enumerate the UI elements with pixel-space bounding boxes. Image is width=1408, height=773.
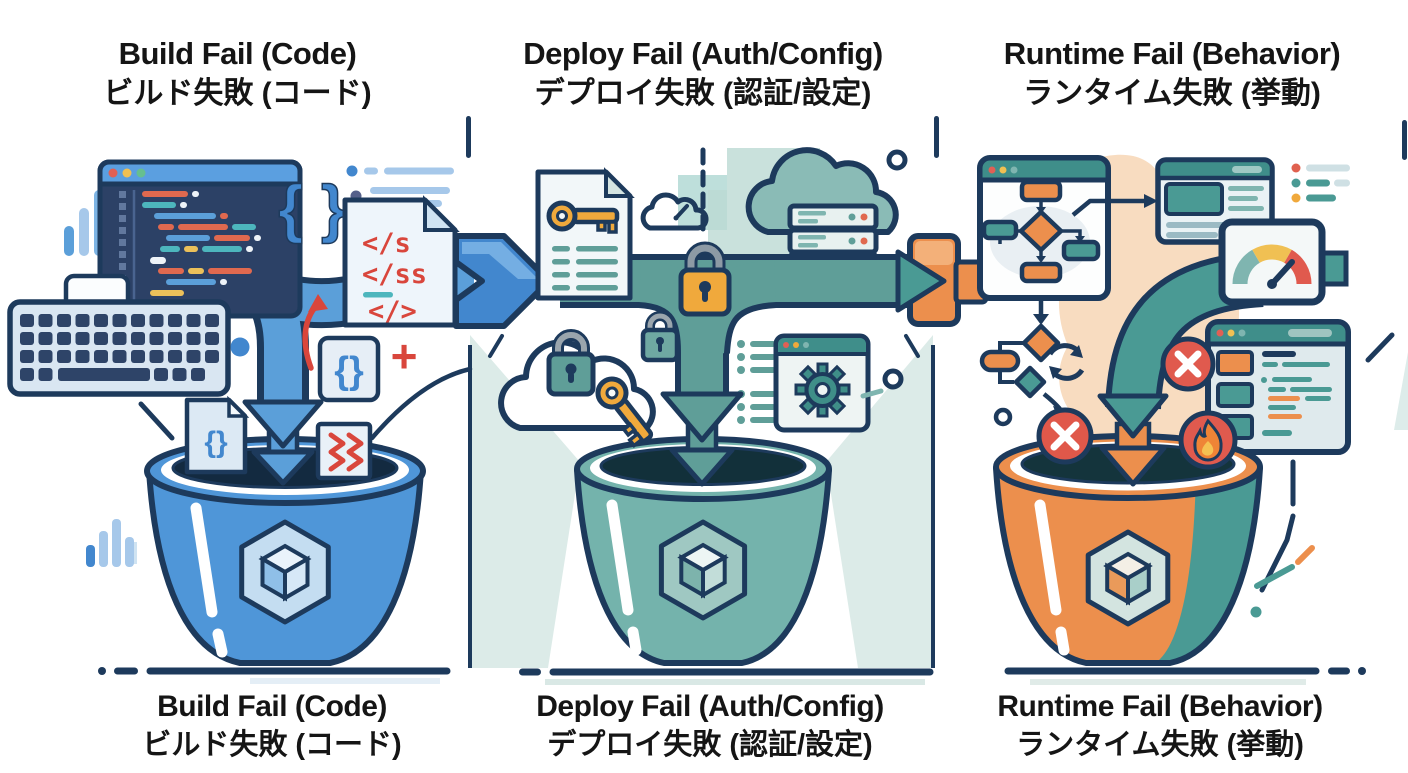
connector-arrow <box>1071 194 1158 217</box>
svg-text:</>: </> <box>368 296 417 327</box>
code-document-icon: </s </ss </> <box>342 195 460 328</box>
deploy-title-bottom-en: Deploy Fail (Auth/Config) <box>536 690 884 723</box>
side-decorations <box>1250 459 1315 618</box>
build-title-en: Build Fail (Code) <box>118 36 357 71</box>
list-icon-status <box>1291 163 1350 203</box>
runtime-title-bottom-en: Runtime Fail (Behavior) <box>997 690 1323 723</box>
code-editor-window <box>97 159 303 319</box>
settings-window-icon <box>773 333 871 433</box>
build-title-top: Build Fail (Code) ビルド失敗 (コード) <box>10 38 465 109</box>
deploy-title-ja: デプロイ失敗 (認証/設定) <box>534 77 872 110</box>
padlock-icon <box>678 241 732 317</box>
error-x-badge <box>1160 336 1216 392</box>
plus-icon: + <box>391 330 418 382</box>
deploy-drop-arrowheads <box>660 391 744 487</box>
braces-box-icon: {} <box>317 335 381 403</box>
svg-text:</s: </s <box>362 228 411 259</box>
cloud-server-icon <box>745 147 899 306</box>
cube-logo <box>239 519 331 625</box>
divider-ticks <box>466 116 1407 668</box>
diagonal-tick <box>138 401 175 441</box>
log-window-icon <box>1205 319 1351 455</box>
list-icon-teal <box>737 340 776 424</box>
middle-funnel-background <box>470 148 933 668</box>
runtime-title-ja: ランタイム失敗 (挙動) <box>1023 77 1321 110</box>
falling-key-icon <box>595 376 654 449</box>
bucket-highlight <box>606 499 642 656</box>
refresh-icon <box>1047 343 1085 381</box>
runtime-drop-arrow <box>1097 393 1169 487</box>
key-row-1 <box>20 314 219 327</box>
doodle-cloud-gauge-icon <box>640 192 709 231</box>
flame-badge <box>1178 410 1238 470</box>
gear-icon <box>794 362 851 418</box>
deploy-column-art <box>498 147 934 685</box>
key-row-4 <box>20 368 205 381</box>
cube-logo <box>1085 529 1171 627</box>
red-curved-arrow-icon <box>302 294 328 371</box>
runtime-column-art: + <box>977 155 1366 685</box>
error-x-circle <box>1036 407 1094 465</box>
braces-icon: { } <box>278 172 346 244</box>
runtime-title-bottom: Runtime Fail (Behavior) ランタイム失敗 (挙動) <box>930 692 1390 760</box>
cube-logo <box>658 519 748 621</box>
build-column-art: { } </s </ss </> {} + <box>7 159 552 684</box>
plus-icon-teal: + <box>1182 293 1201 329</box>
build-title-bottom-en: Build Fail (Code) <box>157 690 387 723</box>
keyboard-icon <box>7 273 231 397</box>
build-title-bottom: Build Fail (Code) ビルド失敗 (コード) <box>42 692 502 760</box>
svg-text:{}: {} <box>334 350 364 392</box>
build-drop-arrowheads <box>242 399 324 486</box>
arc-decoration <box>369 366 473 441</box>
teal-dash <box>860 388 884 399</box>
key-row-2 <box>20 332 219 345</box>
bucket-highlight <box>190 502 228 658</box>
ground-line <box>519 668 934 685</box>
blue-chevron-arrow <box>453 233 552 329</box>
runtime-title-bottom-ja: ランタイム失敗 (挙動) <box>1016 729 1304 761</box>
deploy-title-bottom-ja: デプロイ失敗 (認証/設定) <box>547 729 873 761</box>
key-row-3 <box>20 350 219 363</box>
build-title-bottom-ja: ビルド失敗 (コード) <box>142 729 402 761</box>
small-padlock-icon <box>640 311 680 363</box>
small-circle-decoration <box>886 149 908 171</box>
orange-chevron-arrow <box>895 233 989 327</box>
bucket-highlight <box>1034 499 1070 656</box>
error-chevrons-card <box>315 421 373 481</box>
blue-dot <box>230 337 250 357</box>
runtime-title-en: Runtime Fail (Behavior) <box>1003 36 1341 71</box>
build-title-ja: ビルド失敗 (コード) <box>103 77 372 110</box>
gauge-window-icon <box>1218 218 1326 306</box>
key-icon <box>546 200 620 234</box>
bar-chart-small-icon <box>86 519 134 567</box>
ground-line <box>1004 667 1366 685</box>
runtime-title-top: Runtime Fail (Behavior) ランタイム失敗 (挙動) <box>942 38 1402 109</box>
deploy-title-bottom: Deploy Fail (Auth/Config) デプロイ失敗 (認証/設定) <box>480 692 940 760</box>
ground-line <box>98 667 451 684</box>
falling-braces-document: {} <box>184 395 250 475</box>
mini-flowchart <box>979 300 1085 427</box>
svg-text:</ss: </ss <box>362 259 427 290</box>
svg-text:{}: {} <box>204 426 228 459</box>
deploy-title-top: Deploy Fail (Auth/Config) デプロイ失敗 (認証/設定) <box>470 38 936 109</box>
flowchart-window-icon <box>977 155 1111 301</box>
key-document-icon <box>535 167 635 301</box>
deploy-title-en: Deploy Fail (Auth/Config) <box>523 36 883 71</box>
node-circle <box>882 368 904 390</box>
